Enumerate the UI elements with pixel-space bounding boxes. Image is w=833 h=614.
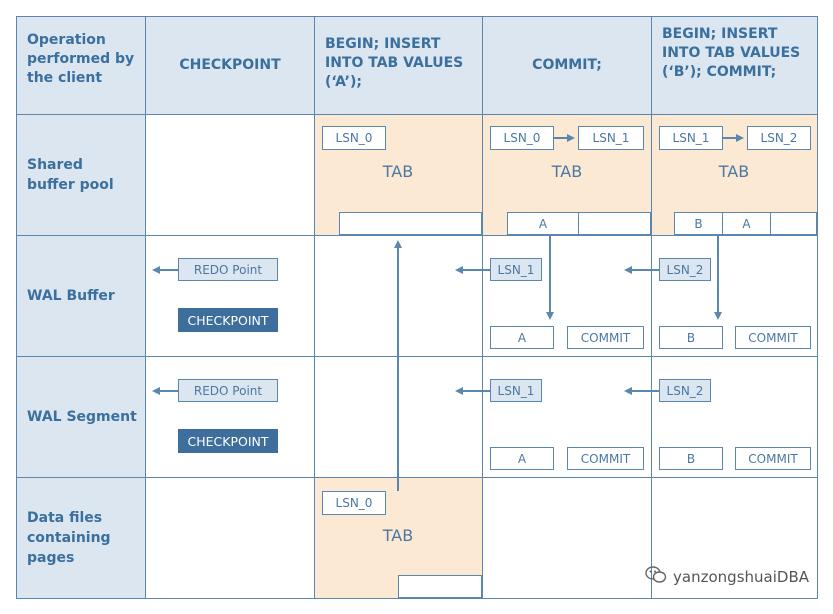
lsn0-box: LSN_0 <box>490 126 554 150</box>
header-commit-text: COMMIT; <box>532 57 602 73</box>
row-data-files-text: Data files containing pages <box>27 510 111 566</box>
wal-commit-box: COMMIT <box>567 447 644 470</box>
header-insert-b-text: BEGIN; INSERT INTO TAB VALUES (‘B’); COM… <box>662 26 801 80</box>
row-wal-buffer-text: WAL Buffer <box>27 288 115 304</box>
tab-label: TAB <box>382 162 414 181</box>
wechat-icon <box>645 566 667 588</box>
wal-record-a-box: A <box>490 447 554 470</box>
wal-commit-box: COMMIT <box>735 447 811 470</box>
lsn0-box: LSN_0 <box>322 491 386 515</box>
checkpoint-record-box: CHECKPOINT <box>178 308 278 332</box>
row-data-files: Data files containing pages <box>17 478 145 598</box>
header-checkpoint: CHECKPOINT <box>146 17 314 114</box>
header-checkpoint-text: CHECKPOINT <box>179 57 281 73</box>
lsn2-wal-box: LSN_2 <box>659 379 711 402</box>
wal-record-b-box: B <box>659 326 723 349</box>
lsn1-wal-box: LSN_1 <box>490 258 542 281</box>
lsn2-wal-box: LSN_2 <box>659 258 711 281</box>
grid-line <box>17 356 817 357</box>
grid-line <box>651 17 652 598</box>
watermark-text: yanzongshuaiDBA <box>673 568 809 586</box>
tab-label: TAB <box>551 162 583 181</box>
header-operation-text: Operation performed by the client <box>27 32 135 86</box>
grid-line <box>482 17 483 598</box>
row-wal-buffer: WAL Buffer <box>17 236 145 356</box>
row-shared-buffer-text: Shared buffer pool <box>27 157 114 193</box>
redo-point-box: REDO Point <box>178 258 278 281</box>
tab-label: TAB <box>382 526 414 545</box>
checkpoint-record-box: CHECKPOINT <box>178 429 278 453</box>
page-slot-empty <box>770 212 817 235</box>
header-insert-a-text: BEGIN; INSERT INTO TAB VALUES (‘A’); <box>325 36 464 90</box>
grid-line <box>145 17 146 598</box>
tab-label: TAB <box>718 162 750 181</box>
arrows-layer <box>152 134 744 491</box>
header-insert-b: BEGIN; INSERT INTO TAB VALUES (‘B’); COM… <box>652 17 817 114</box>
diagram-grid: Operation performed by the client CHECKP… <box>16 16 818 599</box>
lsn0-box: LSN_0 <box>322 126 386 150</box>
header-insert-a: BEGIN; INSERT INTO TAB VALUES (‘A’); <box>315 17 482 114</box>
page-slot-empty <box>578 212 651 235</box>
lsn2-box: LSN_2 <box>747 126 811 150</box>
lsn1-box: LSN_1 <box>578 126 644 150</box>
watermark: yanzongshuaiDBA <box>645 566 809 588</box>
wal-record-a-box: A <box>490 326 554 349</box>
grid-line <box>17 235 817 236</box>
row-shared-buffer: Shared buffer pool <box>17 115 145 235</box>
page-slot-empty <box>398 575 482 598</box>
row-wal-segment-text: WAL Segment <box>27 409 137 425</box>
wal-commit-box: COMMIT <box>735 326 811 349</box>
grid-line <box>17 114 817 115</box>
header-operation: Operation performed by the client <box>17 17 145 114</box>
grid-line <box>314 17 315 598</box>
wal-record-b-box: B <box>659 447 723 470</box>
row-wal-segment: WAL Segment <box>17 357 145 477</box>
wal-commit-box: COMMIT <box>567 326 644 349</box>
page-slot-empty <box>339 212 482 235</box>
redo-point-box: REDO Point <box>178 379 278 402</box>
header-commit: COMMIT; <box>483 17 651 114</box>
lsn1-wal-box: LSN_1 <box>490 379 542 402</box>
grid-line <box>17 477 817 478</box>
lsn1-box: LSN_1 <box>659 126 723 150</box>
